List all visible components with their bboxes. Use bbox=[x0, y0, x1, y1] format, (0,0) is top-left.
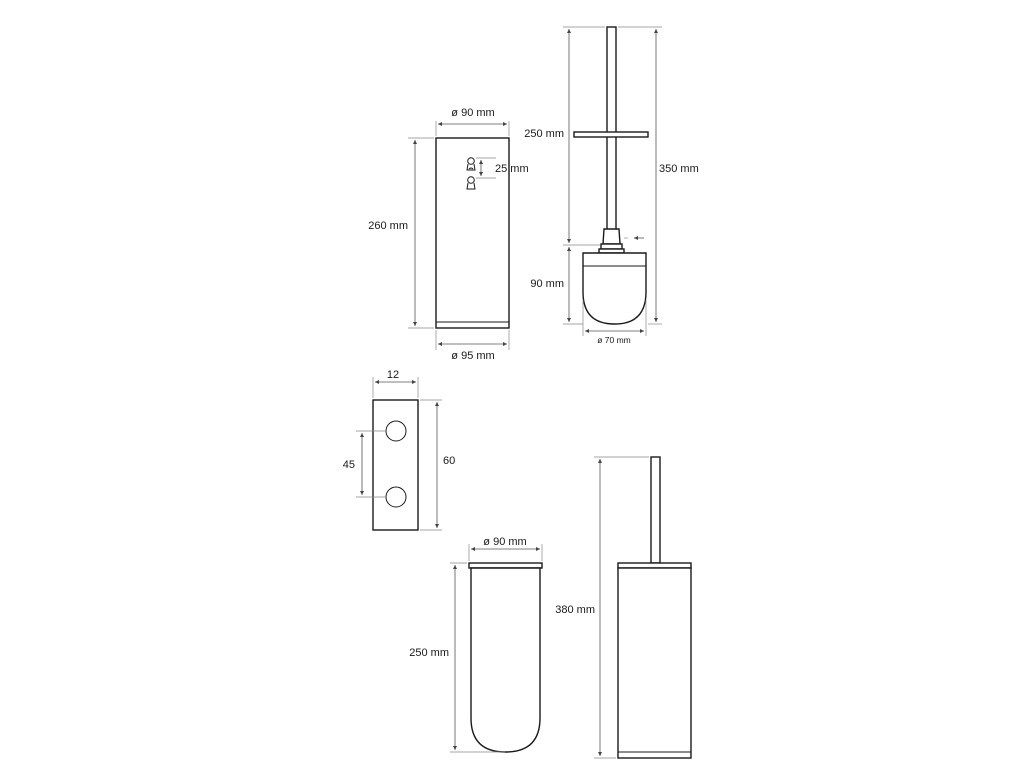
dim-bracket-hole-spacing: 45 bbox=[343, 430, 386, 498]
label-bowl-diameter: ø 90 mm bbox=[483, 536, 526, 548]
brush-lid-plate bbox=[573, 131, 649, 138]
label-brush-head-height: 90 mm bbox=[530, 278, 564, 290]
dim-bowl-height: 250 mm bbox=[409, 562, 505, 753]
bowl-body bbox=[470, 567, 541, 753]
brush-handle bbox=[606, 26, 617, 231]
bowl-rim bbox=[468, 562, 543, 569]
dim-brush-head-diameter: ø 70 mm bbox=[582, 300, 647, 345]
dim-holder-top-diameter: ø 90 mm bbox=[435, 107, 510, 136]
dim-bracket-width: 12 bbox=[372, 369, 419, 398]
assembly-view bbox=[617, 456, 692, 759]
bracket-body bbox=[372, 399, 419, 531]
label-keyhole-spacing: 25 mm bbox=[495, 163, 529, 175]
dim-keyhole-spacing: 25 mm bbox=[476, 157, 529, 179]
dim-bracket-height: 60 bbox=[420, 399, 455, 531]
label-holder-height: 260 mm bbox=[368, 220, 408, 232]
dim-bowl-diameter: ø 90 mm bbox=[468, 536, 543, 561]
brush-view bbox=[573, 26, 649, 325]
label-brush-head-diameter: ø 70 mm bbox=[597, 335, 631, 345]
label-bowl-height: 250 mm bbox=[409, 647, 449, 659]
assembly-lid bbox=[617, 562, 692, 569]
label-brush-total-length: 350 mm bbox=[659, 163, 699, 175]
label-holder-base-diameter: ø 95 mm bbox=[451, 350, 494, 362]
keyhole-icon bbox=[466, 157, 476, 171]
assembly-handle bbox=[650, 456, 661, 564]
label-bracket-hole-spacing: 45 bbox=[343, 459, 355, 471]
bracket-view bbox=[372, 399, 419, 531]
label-holder-top-diameter: ø 90 mm bbox=[451, 107, 494, 119]
dim-brush-head-height: 90 mm bbox=[530, 247, 583, 325]
label-bracket-width: 12 bbox=[387, 369, 399, 381]
dim-brush-handle-length: 250 mm bbox=[524, 26, 605, 246]
brush-head bbox=[582, 252, 647, 325]
label-assembly-height: 380 mm bbox=[555, 604, 595, 616]
keyhole-icon bbox=[466, 176, 476, 190]
label-brush-handle-length: 250 mm bbox=[524, 128, 564, 140]
assembly-holder bbox=[617, 567, 692, 759]
brush-connector bbox=[602, 228, 621, 245]
dim-brush-total-length: 350 mm bbox=[618, 26, 699, 325]
dim-holder-base-diameter: ø 95 mm bbox=[435, 330, 510, 362]
holder-front-view bbox=[435, 137, 510, 329]
dim-assembly-height: 380 mm bbox=[555, 456, 649, 759]
dim-holder-height: 260 mm bbox=[368, 137, 434, 329]
label-bracket-height: 60 bbox=[443, 455, 455, 467]
bowl-view bbox=[468, 562, 543, 753]
